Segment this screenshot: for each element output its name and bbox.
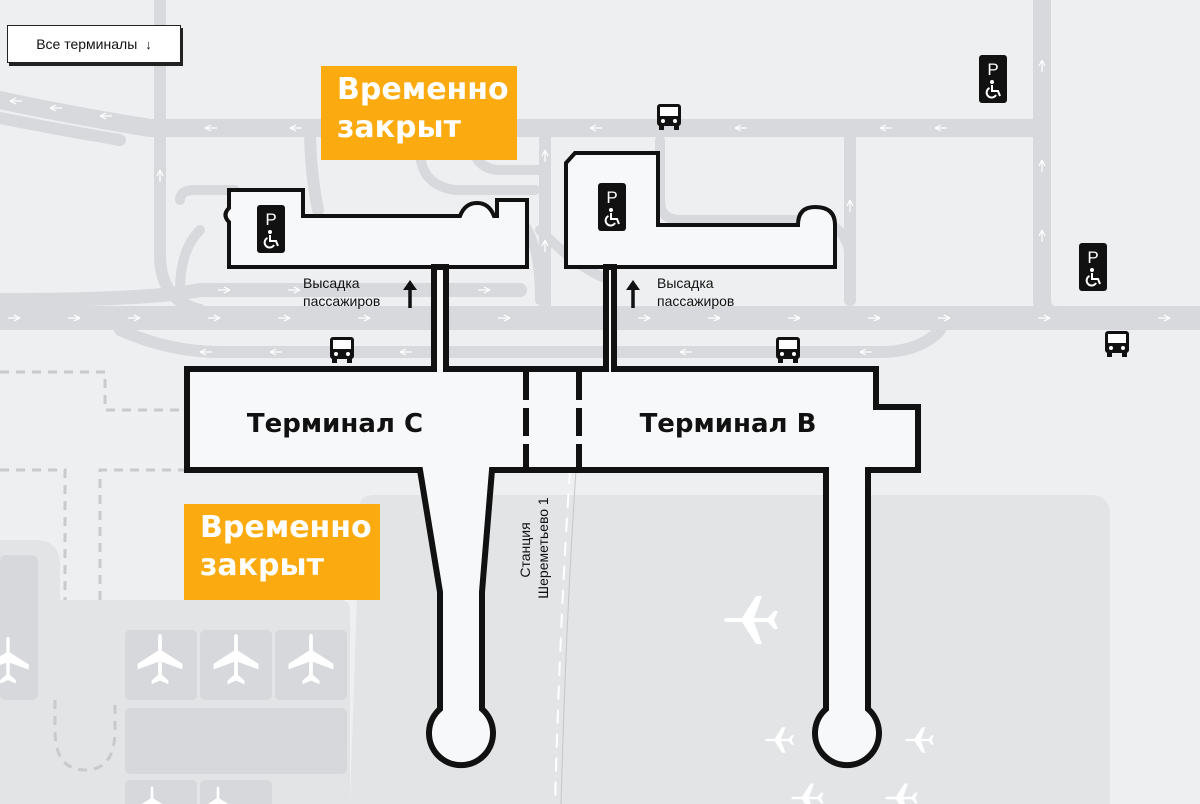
apron-areas <box>0 495 1110 804</box>
road-network <box>0 0 1200 358</box>
parking-accessible-icon[interactable] <box>979 55 1007 103</box>
parking-accessible-icon[interactable] <box>1079 243 1107 291</box>
closed-badge-line2: закрыт <box>200 548 325 583</box>
station-label: Станция Шереметьево 1 <box>517 497 551 599</box>
closed-badge-top: Временно закрыт <box>321 66 517 160</box>
closed-badge-line2: закрыт <box>337 110 462 145</box>
service-roads <box>0 370 185 772</box>
edge-fragment: ) <box>0 445 1 461</box>
all-terminals-label: Все терминалы <box>36 36 138 52</box>
arrow-up-icon <box>626 280 640 308</box>
arrow-up-icon <box>403 280 417 308</box>
closed-badge-bottom: Временно закрыт <box>184 504 380 600</box>
bus-icon[interactable] <box>330 337 354 363</box>
parking-accessible-icon[interactable] <box>598 183 626 231</box>
closed-badge-line1: Временно <box>200 510 372 545</box>
parking-accessible-icon[interactable] <box>257 205 285 253</box>
dropoff-arrows <box>403 280 640 308</box>
all-terminals-dropdown[interactable]: Все терминалы ↓ <box>7 25 181 63</box>
terminal-c-label[interactable]: Терминал C <box>247 409 423 439</box>
dropoff-label-b: Высадка пассажиров <box>657 275 734 309</box>
terminal-complex[interactable] <box>184 264 921 769</box>
dropoff-label-c: Высадка пассажиров <box>303 275 380 309</box>
bus-icon[interactable] <box>776 337 800 363</box>
bus-icon[interactable] <box>1105 331 1129 357</box>
terminal-c-parking-building <box>223 188 529 269</box>
closed-badge-line1: Временно <box>337 72 509 107</box>
arrow-down-icon: ↓ <box>145 36 152 52</box>
terminal-b-parking-building <box>564 151 837 269</box>
road-direction-arrows <box>8 49 1171 356</box>
terminal-b-label[interactable]: Терминал B <box>640 409 817 439</box>
railway <box>554 469 577 804</box>
